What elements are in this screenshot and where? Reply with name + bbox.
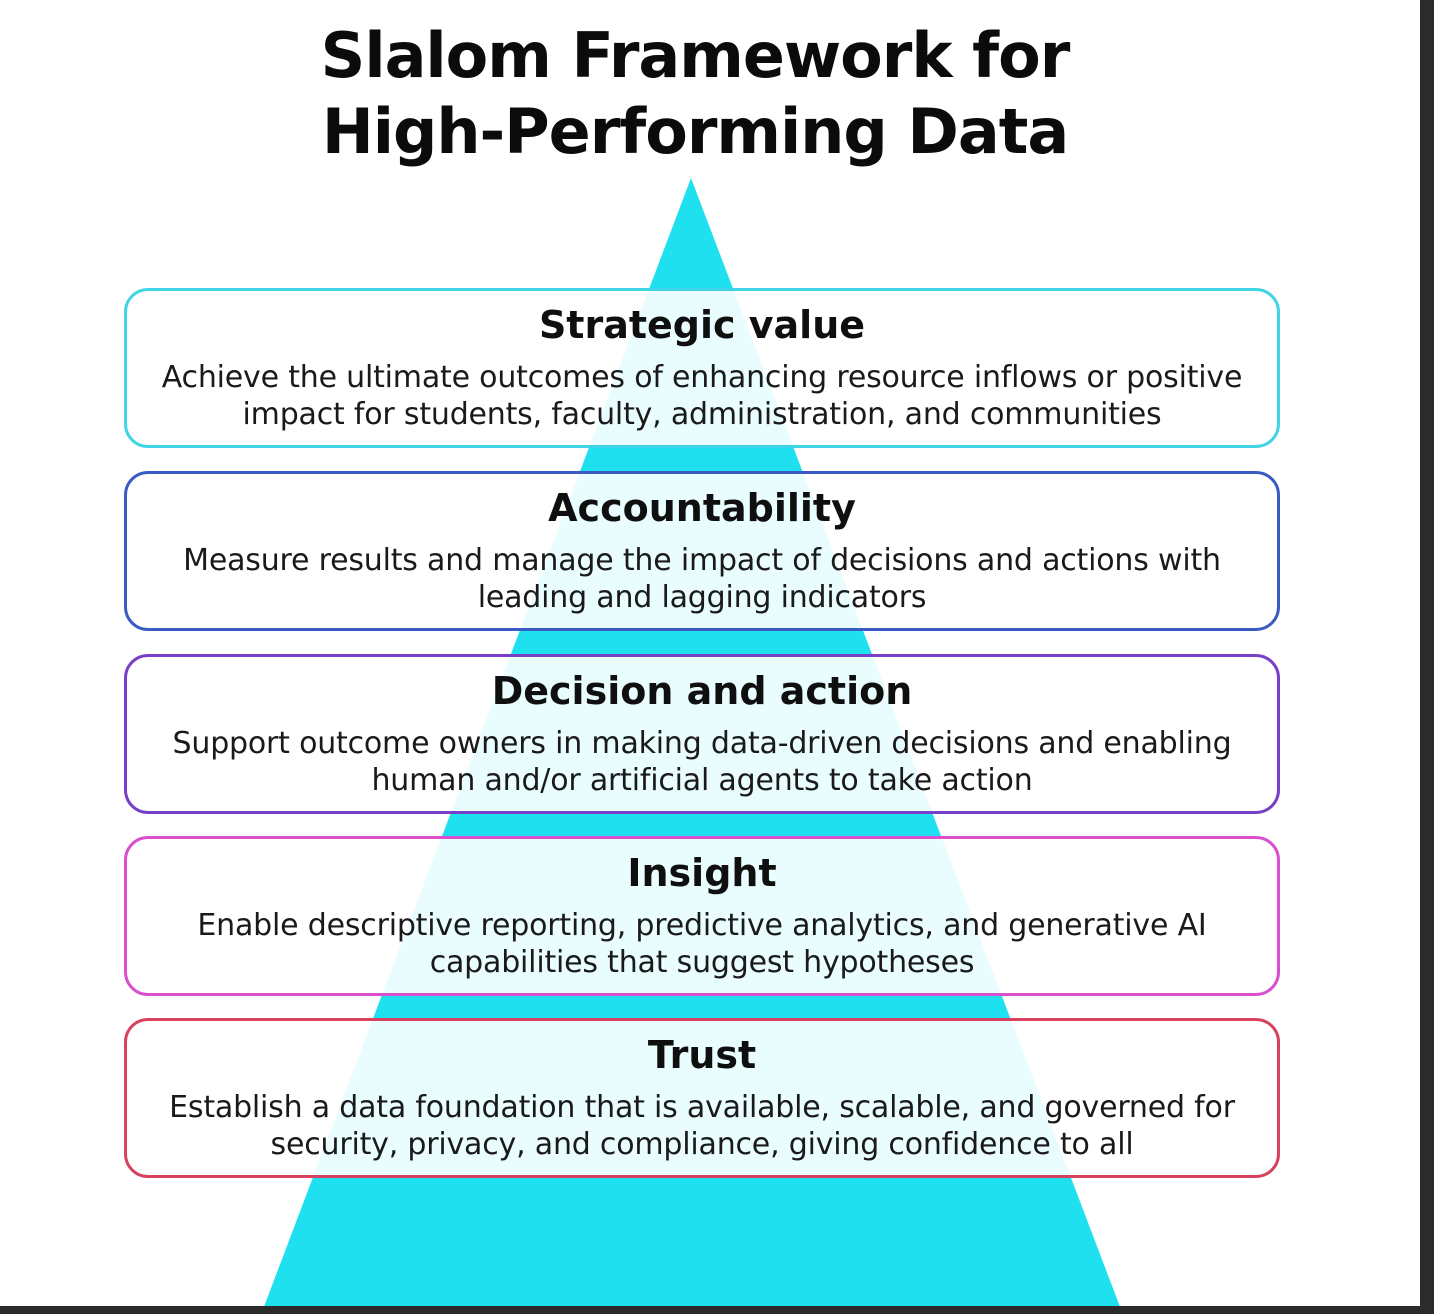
tier-decision-and-action: Decision and action Support outcome owne…	[124, 654, 1280, 814]
tier-accountability: Accountability Measure results and manag…	[124, 471, 1280, 631]
tier-description: Achieve the ultimate outcomes of enhanci…	[161, 360, 1243, 432]
window-frame-right	[1420, 0, 1434, 1314]
title-line-1: Slalom Framework for	[320, 19, 1071, 92]
tier-title: Strategic value	[538, 303, 866, 347]
tier-strategic-value: Strategic value Achieve the ultimate out…	[124, 288, 1280, 448]
tier-title: Trust	[647, 1033, 757, 1077]
page-title: Slalom Framework for High-Performing Dat…	[0, 18, 1390, 170]
tier-insight: Insight Enable descriptive reporting, pr…	[124, 836, 1280, 996]
tier-description: Support outcome owners in making data-dr…	[172, 726, 1232, 798]
tier-title: Decision and action	[491, 669, 913, 713]
tier-description: Enable descriptive reporting, predictive…	[197, 908, 1207, 980]
tier-trust: Trust Establish a data foundation that i…	[124, 1018, 1280, 1178]
title-line-2: High-Performing Data	[321, 95, 1069, 168]
window-frame-bottom	[0, 1306, 1434, 1314]
tier-description: Measure results and manage the impact of…	[183, 543, 1221, 615]
tier-description: Establish a data foundation that is avai…	[169, 1090, 1235, 1162]
tier-title: Insight	[627, 851, 777, 895]
tier-title: Accountability	[548, 486, 856, 530]
